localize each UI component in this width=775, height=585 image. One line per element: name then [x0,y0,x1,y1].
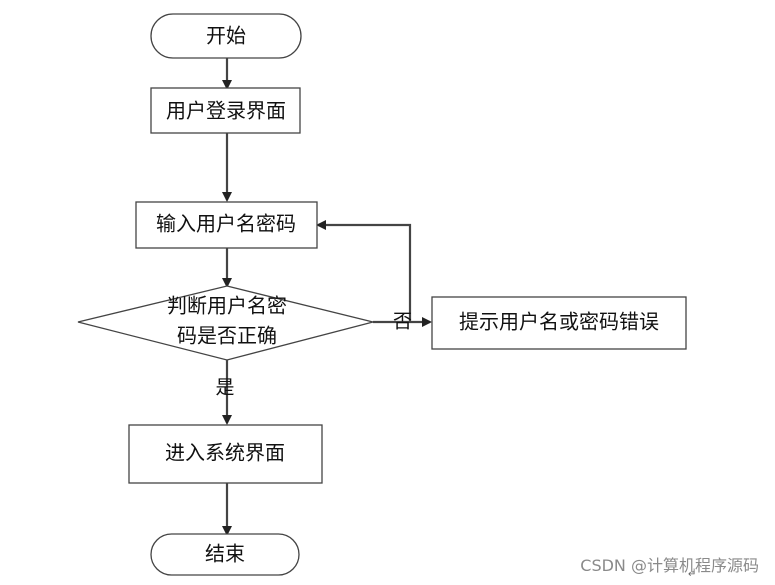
input-credentials-box: 输入用户名密码 [135,201,318,249]
input-credentials-label: 输入用户名密码 [156,212,296,236]
error-prompt-label: 提示用户名或密码错误 [459,310,659,334]
enter-system-label: 进入系统界面 [165,441,285,465]
start-label: 开始 [206,24,246,48]
login-page-label: 用户登录界面 [166,99,286,123]
decision-label-line2: 码是否正确 [177,324,277,348]
paragraph-return-mark: ↵ [688,569,697,580]
error-prompt-box: 提示用户名或密码错误 [431,296,687,350]
csdn-watermark: CSDN @计算机程序源码 [580,556,759,575]
decision-label-line1: 判断用户名密 [167,294,287,318]
enter-system-box: 进入系统界面 [128,424,323,484]
start-terminal: 开始 [150,13,302,59]
yes-branch-label: 是 [215,377,234,399]
no-branch-label: 否 [393,311,412,333]
login-page-box: 用户登录界面 [150,87,301,134]
credential-check-decision: 判断用户名密 码是否正确 [77,285,374,361]
end-label: 结束 [205,542,245,566]
connector-error-back-to-input [316,220,412,322]
end-terminal: 结束 [150,533,300,576]
